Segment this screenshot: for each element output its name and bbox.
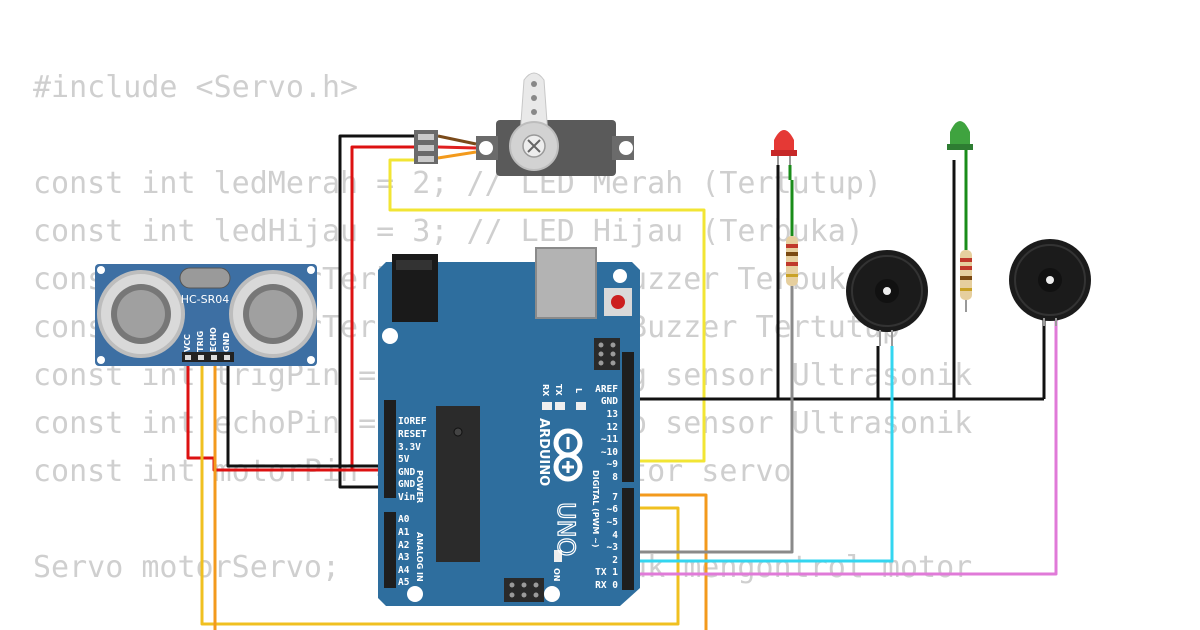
wire-sensor-gnd[interactable] <box>226 362 392 468</box>
code-line: #include <Servo.h> <box>33 70 359 105</box>
sensor-pin-echo: ECHO <box>209 327 218 352</box>
wire-led-red-signal[interactable] <box>630 286 794 554</box>
pin-7: 7 <box>612 492 618 503</box>
arduino-uno-board[interactable]: ARDUINO UNO ON DIGITAL (PWM ~) POWER ANA… <box>378 247 640 606</box>
pin-gnd-3: GND <box>601 396 618 407</box>
pin-9: ~9 <box>607 459 619 470</box>
pin-a0: A0 <box>398 514 410 525</box>
wire-servo-signal[interactable] <box>388 158 706 463</box>
pin-6: ~6 <box>607 504 619 515</box>
sensor-pin-vcc: VCC <box>183 334 192 352</box>
pin-a1: A1 <box>398 527 410 538</box>
wire-buzzer2-signal[interactable] <box>626 320 1058 576</box>
buzzer-2[interactable] <box>1009 239 1091 326</box>
led-red[interactable] <box>771 130 797 165</box>
ultrasonic-sensor[interactable]: HC-SR04 VCC TRIG ECHO GND <box>95 264 317 366</box>
pin-a3: A3 <box>398 552 410 563</box>
power-pin-labels: IOREF RESET 3.3V 5V GND GND Vin <box>398 416 427 503</box>
board-brand: ARDUINO <box>536 418 551 486</box>
pin-2: 2 <box>612 555 618 566</box>
wire-sensor-vcc[interactable] <box>186 362 394 472</box>
wire-servo-gnd[interactable] <box>338 134 422 489</box>
pin-aref: AREF <box>595 384 618 395</box>
wire-buzzer1-signal[interactable] <box>628 346 894 563</box>
servo-motor[interactable] <box>414 72 634 176</box>
resistor-red-led[interactable] <box>786 236 798 286</box>
digital-header-top[interactable] <box>622 352 634 482</box>
pin-a4: A4 <box>398 565 410 576</box>
board-model: UNO <box>552 502 580 556</box>
pin-a5: A5 <box>398 577 410 588</box>
analog-header[interactable] <box>384 512 396 588</box>
pin-gnd-1: GND <box>398 467 415 478</box>
wire-sensor-echo[interactable] <box>213 362 708 630</box>
pin-13: 13 <box>607 409 619 420</box>
pin-0: RX 0 <box>595 580 618 591</box>
pin-5v: 5V <box>398 454 410 465</box>
analog-label: ANALOG IN <box>415 532 424 582</box>
digital-top-pin-labels: AREF GND 13 12 ~11 ~10 ~9 8 <box>595 384 618 483</box>
digital-header-bottom[interactable] <box>622 488 634 590</box>
pin-12: 12 <box>607 422 618 433</box>
resistor-green-led[interactable] <box>960 250 972 312</box>
on-label: ON <box>552 568 561 582</box>
digital-bottom-pin-labels: 7 ~6 ~5 4 ~3 2 TX 1 RX 0 <box>595 492 618 591</box>
pin-8: 8 <box>612 472 618 483</box>
digital-label: DIGITAL (PWM ~) <box>591 470 600 548</box>
pin-10: ~10 <box>601 447 618 458</box>
buzzer-1[interactable] <box>846 250 928 346</box>
pin-3v3: 3.3V <box>398 442 421 453</box>
pin-11: ~11 <box>601 434 618 445</box>
power-header[interactable] <box>384 400 396 498</box>
l-led-label: L <box>574 388 583 393</box>
pin-vin: Vin <box>398 492 415 503</box>
sensor-pin-gnd: GND <box>222 332 231 352</box>
code-line: const int ledHijau = 3; // LED Hijau (Te… <box>33 214 864 249</box>
pin-reset: RESET <box>398 429 427 440</box>
pin-ioref: IOREF <box>398 416 427 427</box>
analog-pin-labels: A0 A1 A2 A3 A4 A5 <box>398 514 410 588</box>
wire-sensor-trig[interactable] <box>200 362 680 626</box>
pin-3: ~3 <box>607 542 619 553</box>
pin-4: 4 <box>612 530 618 541</box>
sensor-model-label: HC-SR04 <box>181 293 230 306</box>
rx-led-label: RX <box>541 384 550 397</box>
tx-led-label: TX <box>554 384 563 396</box>
pin-a2: A2 <box>398 540 409 551</box>
power-label: POWER <box>415 470 424 503</box>
pin-1: TX 1 <box>595 567 618 578</box>
pin-5: ~5 <box>607 517 619 528</box>
arduino-logo <box>553 428 583 482</box>
usb-port[interactable] <box>535 247 597 319</box>
pin-gnd-2: GND <box>398 479 415 490</box>
led-green[interactable] <box>947 121 973 150</box>
sensor-pin-trig: TRIG <box>196 331 205 352</box>
